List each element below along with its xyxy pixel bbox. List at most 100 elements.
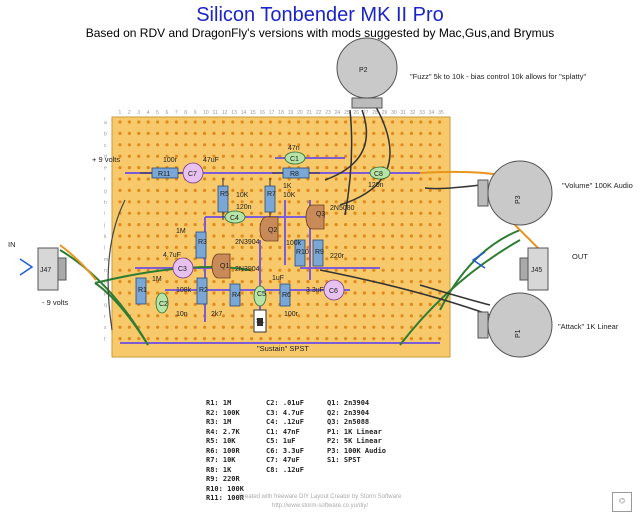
board-hole: [221, 325, 225, 329]
column-label: 25: [344, 110, 350, 116]
board-hole: [362, 200, 366, 204]
board-hole: [250, 131, 254, 135]
board-hole: [391, 291, 395, 295]
board-hole: [165, 211, 169, 215]
pot-p1: [487, 292, 553, 358]
board-hole: [203, 120, 207, 124]
board-hole: [391, 268, 395, 272]
board-hole: [409, 154, 413, 158]
row-label: q: [104, 302, 107, 308]
board-hole: [419, 234, 423, 238]
board-hole: [400, 314, 404, 318]
board-hole: [118, 257, 122, 261]
board-hole: [127, 245, 131, 249]
board-hole: [391, 154, 395, 158]
svg-text:4.7uF: 4.7uF: [163, 252, 181, 259]
board-hole: [212, 223, 216, 227]
svg-text:R8: R8: [290, 171, 299, 178]
board-hole: [372, 154, 376, 158]
board-hole: [278, 166, 282, 170]
column-label: 32: [410, 110, 416, 116]
board-hole: [372, 234, 376, 238]
board-hole: [353, 268, 357, 272]
board-hole: [240, 280, 244, 284]
board-hole: [315, 188, 319, 192]
board-hole: [259, 211, 263, 215]
svg-text:100r: 100r: [284, 311, 299, 318]
pot-p3-label: P3: [515, 195, 522, 204]
svg-text:1M: 1M: [152, 276, 162, 283]
board-hole: [221, 234, 225, 238]
board-hole: [315, 234, 319, 238]
svg-text:R1: R1: [138, 287, 147, 294]
board-hole: [438, 120, 442, 124]
board-hole: [362, 291, 366, 295]
board-hole: [184, 291, 188, 295]
board-hole: [325, 200, 329, 204]
svg-text:R11: R11: [158, 171, 170, 178]
board-hole: [400, 200, 404, 204]
board-hole: [156, 325, 160, 329]
board-hole: [184, 211, 188, 215]
board-hole: [428, 257, 432, 261]
board-hole: [127, 325, 131, 329]
resistor-r9: [312, 239, 324, 267]
board-hole: [372, 291, 376, 295]
board-hole: [306, 291, 310, 295]
row-label: t: [104, 337, 106, 343]
board-hole: [278, 143, 282, 147]
board-hole: [438, 154, 442, 158]
board-hole: [400, 154, 404, 158]
board-hole: [315, 131, 319, 135]
board-hole: [419, 200, 423, 204]
board-hole: [212, 177, 216, 181]
board-hole: [156, 314, 160, 318]
board-hole: [156, 120, 160, 124]
board-hole: [278, 280, 282, 284]
board-hole: [184, 314, 188, 318]
board-hole: [306, 234, 310, 238]
board-hole: [400, 302, 404, 306]
board-hole: [381, 188, 385, 192]
column-label: 11: [213, 110, 218, 116]
board-hole: [353, 337, 357, 341]
board-hole: [419, 314, 423, 318]
board-hole: [278, 337, 282, 341]
board-hole: [325, 257, 329, 261]
board-hole: [278, 234, 282, 238]
board-hole: [315, 302, 319, 306]
board-hole: [118, 177, 122, 181]
board-hole: [165, 154, 169, 158]
svg-text:100r: 100r: [163, 157, 178, 164]
volume-note: "Volume" 100K Audio: [562, 181, 633, 190]
board-hole: [146, 143, 150, 147]
board-hole: [409, 337, 413, 341]
board-hole: [325, 314, 329, 318]
board-hole: [287, 280, 291, 284]
board-hole: [353, 154, 357, 158]
board-hole: [165, 223, 169, 227]
board-hole: [438, 234, 442, 238]
board-hole: [212, 314, 216, 318]
board-hole: [353, 120, 357, 124]
board-hole: [259, 200, 263, 204]
board-hole: [287, 257, 291, 261]
board-hole: [353, 291, 357, 295]
resistor-r4: [229, 283, 241, 307]
board-hole: [146, 120, 150, 124]
board-hole: [419, 177, 423, 181]
board-hole: [409, 177, 413, 181]
board-hole: [428, 325, 432, 329]
resistor-r2: [196, 277, 208, 305]
board-hole: [250, 245, 254, 249]
board-hole: [400, 188, 404, 192]
svg-text:Q2: Q2: [268, 227, 277, 234]
diy-logo-icon: ⌬: [612, 492, 632, 512]
board-hole: [127, 166, 131, 170]
resistors: [135, 167, 324, 307]
svg-text:S1: S1: [256, 318, 265, 325]
svg-text:R6: R6: [282, 292, 291, 299]
svg-text:C4: C4: [230, 215, 239, 222]
board-hole: [118, 268, 122, 272]
